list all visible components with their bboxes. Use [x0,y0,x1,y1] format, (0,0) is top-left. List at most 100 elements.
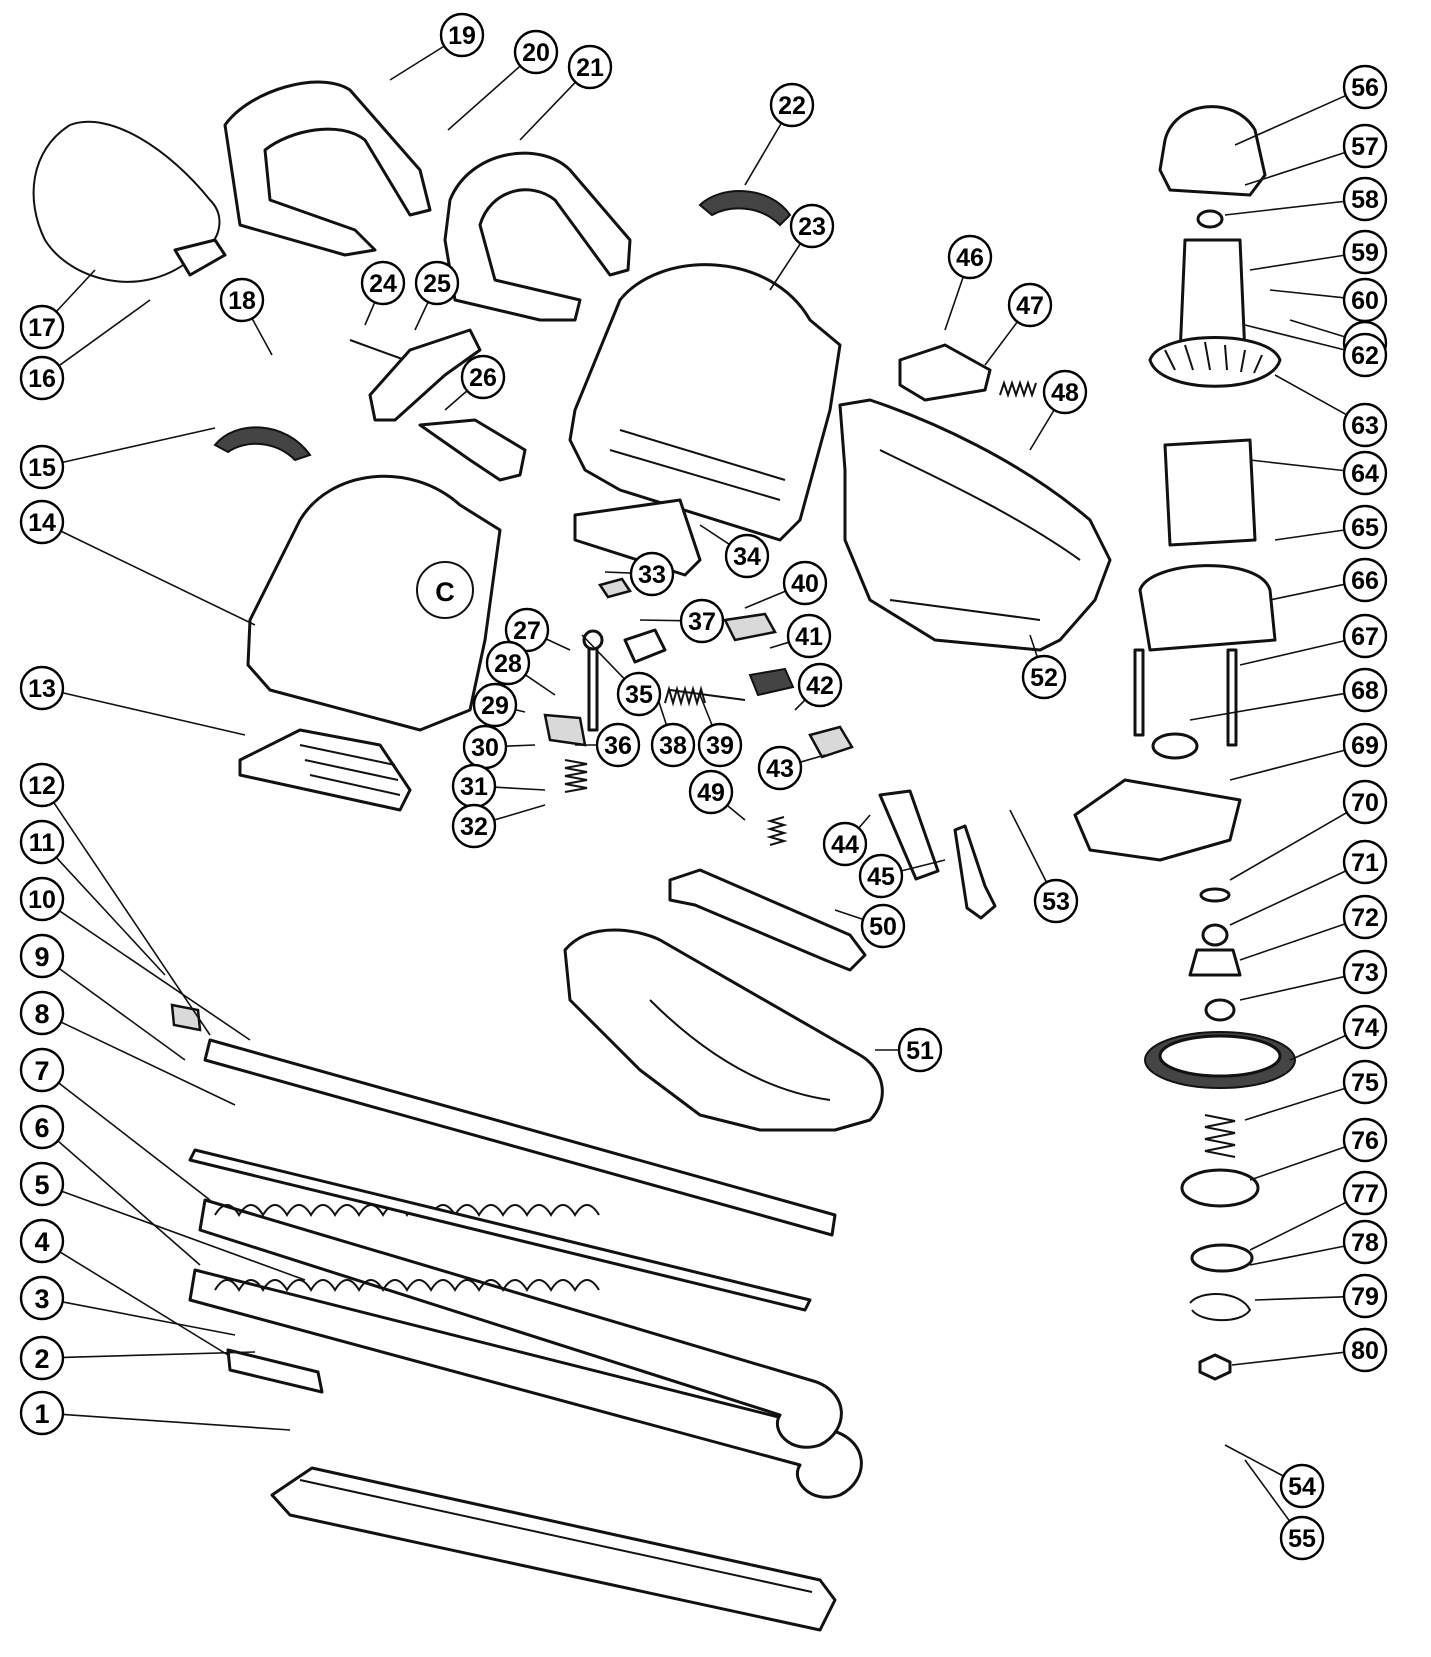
callout-number: 14 [28,509,56,537]
callout-circle [19,665,65,711]
callout-72: 72 [1342,894,1388,940]
callout-number: 68 [1351,677,1379,705]
leader-line-70 [1229,811,1348,881]
callout-number: 66 [1351,567,1379,595]
callout-circle [451,803,497,849]
callout-circle [1007,282,1053,328]
callout-circle [19,933,65,979]
callout-37: 37 [679,598,725,644]
callout-circle [858,853,904,899]
leader-line-15 [62,427,216,464]
tension-spring [669,689,746,701]
callout-circle [19,819,65,865]
callout-number: 37 [688,608,716,636]
callout-65: 65 [1342,504,1388,550]
callout-number: 71 [1351,849,1379,877]
callout-60: 60 [1342,277,1388,323]
callout-circle [1342,557,1388,603]
callout-40: 40 [782,560,828,606]
callout-circle [219,277,265,323]
callout-circle [19,1275,65,1321]
nut [1198,1353,1232,1381]
callout-number: 6 [34,1113,49,1143]
callout-circle [1342,332,1388,378]
front-handle-front [443,151,632,322]
cable-clamp [748,667,795,697]
callout-number: 33 [638,561,666,589]
callout-circle [19,876,65,922]
callout-circle [1342,176,1388,222]
leader-line-14 [60,530,256,626]
upper-blade [198,1198,843,1449]
callout-38: 38 [650,722,696,768]
callout-circle [1342,1117,1388,1163]
callout-number: 44 [831,831,859,859]
callout-76: 76 [1342,1117,1388,1163]
callout-circle [1342,1004,1388,1050]
callout-circle [1342,1219,1388,1265]
leader-line-17 [55,269,96,313]
callout-number: 28 [494,650,522,678]
lock-spring [999,379,1037,399]
compression-spring [664,685,706,707]
leader-line-28 [524,674,556,696]
leader-line-21 [519,81,577,141]
callout-17: 17 [19,304,65,350]
callout-circle [688,769,734,815]
callout-circle [1342,613,1388,659]
callout-27: 27 [504,607,550,653]
leader-line-5 [61,1190,306,1281]
callout-number: 51 [906,1037,934,1065]
callout-22: 22 [769,82,815,128]
callout-number: 8 [34,999,49,1029]
callout-circle [897,1027,943,1073]
housing-right [838,398,1112,652]
callout-number: 60 [1351,287,1379,315]
callout-39: 39 [697,722,743,768]
callout-circle [1042,369,1088,415]
ring-cover-left [213,426,312,462]
callout-1: 1 [19,1390,65,1436]
callout-13: 13 [19,665,65,711]
bearing-top [1196,209,1224,229]
leader-lines [53,45,1348,1522]
callout-circle [1342,229,1388,275]
callout-3: 3 [19,1275,65,1321]
leader-line-71 [1229,870,1347,926]
callout-18: 18 [219,277,265,323]
leader-line-37 [639,619,682,622]
callout-circle [1342,123,1388,169]
callout-45: 45 [858,853,904,899]
parts-drawing: C [32,80,1296,1632]
handle-spring [766,816,788,846]
leader-line-60 [1269,289,1345,299]
callout-70: 70 [1342,779,1388,825]
leader-line-33 [604,571,632,574]
leader-line-30 [505,744,536,747]
callout-9: 9 [19,933,65,979]
switch-cover [898,343,992,402]
callout-circle [1342,64,1388,110]
callout-66: 66 [1342,557,1388,603]
callout-number: 53 [1042,888,1070,916]
callout-80: 80 [1342,1327,1388,1373]
cam-plate [1190,1243,1254,1273]
callout-circle [947,234,993,280]
callout-32: 32 [451,803,497,849]
callout-circle [19,499,65,545]
callout-number: 24 [369,270,397,298]
washer [1199,887,1231,903]
callout-number: 2 [34,1344,49,1374]
callout-26: 26 [460,354,506,400]
leader-line-62 [1244,324,1345,351]
callout-circle [769,82,815,128]
callout-circle [797,662,843,708]
callout-circle [1342,450,1388,496]
leader-line-18 [251,318,273,356]
switch-rod [587,638,599,732]
callout-51: 51 [897,1027,943,1073]
callout-63: 63 [1342,402,1388,448]
callout-4: 4 [19,1218,65,1264]
vent-cover [238,728,412,812]
